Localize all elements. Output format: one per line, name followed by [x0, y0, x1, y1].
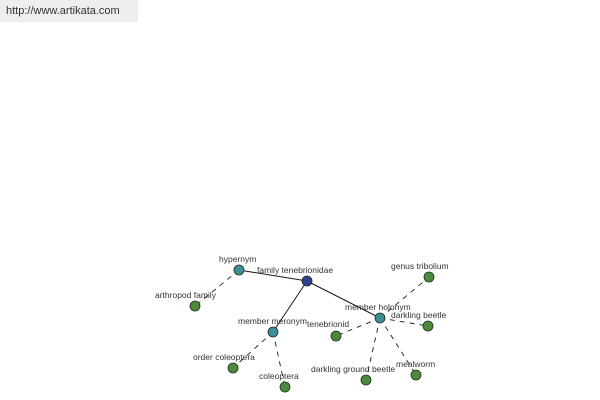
url-bar: http://www.artikata.com [0, 0, 138, 22]
relation-label-member-holonym[interactable]: member holonym [345, 302, 411, 312]
center-node-family-tenebrionidae[interactable] [301, 275, 313, 287]
leaf-label-darkling-beetle[interactable]: darkling beetle [391, 310, 447, 320]
leaf-label-coleoptera[interactable]: coleoptera [259, 371, 299, 381]
relation-label-hypernym[interactable]: hypernym [219, 254, 256, 264]
leaf-label-tenebrionid[interactable]: tenebrionid [307, 319, 349, 329]
graph-nodes [189, 264, 435, 393]
edge-member-meronym-order-coleoptera [232, 331, 274, 369]
edge-member-holonym-tenebrionid [335, 317, 381, 337]
site-url[interactable]: http://www.artikata.com [6, 5, 120, 17]
edge-member-holonym-genus-tribolium [379, 276, 430, 319]
graph-labels: arthropod family order coleoptera coleopte… [155, 254, 449, 381]
leaf-node-darkling-ground-beetle[interactable] [360, 374, 372, 386]
leaf-label-mealworm[interactable]: mealworm [396, 359, 435, 369]
leaf-label-order-coleoptera[interactable]: order coleoptera [193, 352, 255, 362]
edge-member-holonym-darkling-ground-beetle [365, 317, 381, 381]
leaf-node-order-coleoptera[interactable] [227, 362, 239, 374]
leaf-node-darkling-beetle[interactable] [422, 320, 434, 332]
relation-node-member-holonym[interactable] [374, 312, 386, 324]
edge-family-tenebrionidae-member-holonym [306, 280, 381, 319]
leaf-label-darkling-ground-beetle[interactable]: darkling ground beetle [311, 364, 395, 374]
center-label-family-tenebrionidae[interactable]: family tenebrionidae [257, 265, 333, 275]
leaf-node-mealworm[interactable] [410, 369, 422, 381]
edge-family-tenebrionidae-hypernym [238, 269, 308, 282]
relation-node-member-meronym[interactable] [267, 326, 279, 338]
leaf-node-tenebrionid[interactable] [330, 330, 342, 342]
edge-member-holonym-darkling-beetle [379, 317, 429, 327]
leaf-label-genus-tribolium[interactable]: genus tribolium [391, 261, 449, 271]
leaf-label-arthropod-family[interactable]: arthropod family [155, 290, 217, 300]
relation-node-hypernym[interactable] [233, 264, 245, 276]
leaf-node-genus-tribolium[interactable] [423, 271, 435, 283]
edge-family-tenebrionidae-member-meronym [272, 280, 308, 333]
leaf-node-arthropod-family[interactable] [189, 300, 201, 312]
leaf-node-coleoptera[interactable] [279, 381, 291, 393]
edge-hypernym-arthropod-family [194, 269, 240, 307]
relation-label-member-meronym[interactable]: member meronym [238, 316, 307, 326]
edge-member-holonym-mealworm [379, 317, 417, 376]
graph-edges [194, 269, 430, 388]
